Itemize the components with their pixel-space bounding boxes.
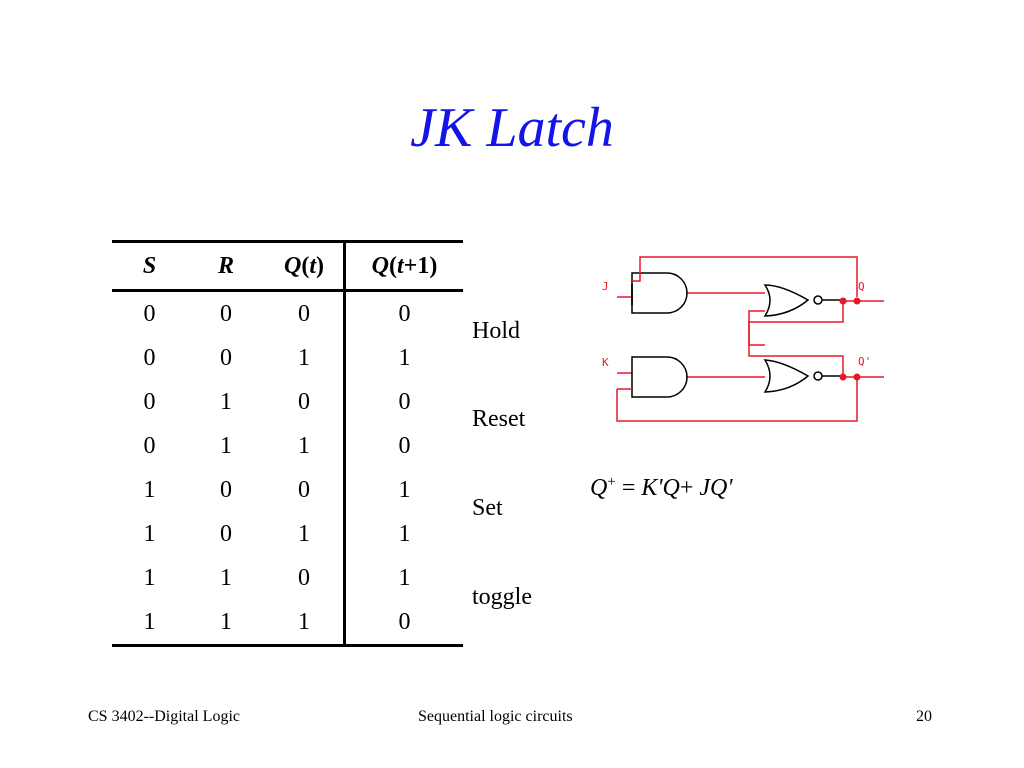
table-cell: 1 xyxy=(112,600,187,647)
junction-node xyxy=(839,373,847,381)
footer-page-number: 20 xyxy=(916,708,932,725)
table-cell: 1 xyxy=(343,468,463,512)
characteristic-equation: Q+ = K'Q+ JQ' xyxy=(590,474,733,501)
table-cell: 1 xyxy=(220,388,232,415)
table-row: 0 0 1 1 xyxy=(112,336,463,380)
table-cell: 1 xyxy=(143,476,156,503)
table-cell: 0 xyxy=(298,300,310,327)
table-cell: 0 xyxy=(343,290,463,336)
table-cell: 0 xyxy=(343,424,463,468)
table-row: 0 1 0 0 xyxy=(112,380,463,424)
table-cell: 1 xyxy=(343,556,463,600)
junction-node xyxy=(853,373,861,381)
header-r: R xyxy=(187,241,265,292)
nor-gate-bottom xyxy=(763,359,810,393)
table-row: 1 1 0 1 xyxy=(112,556,463,600)
annotation-set: Set xyxy=(472,495,503,521)
table-cell: 1 xyxy=(343,512,463,556)
annotation-toggle: toggle xyxy=(472,584,532,610)
header-s: S xyxy=(112,241,187,292)
table-cell: 1 xyxy=(265,600,345,647)
table-cell: 1 xyxy=(220,564,232,591)
footer-course: CS 3402--Digital Logic xyxy=(88,708,240,725)
table-cell: 1 xyxy=(298,432,310,459)
table-cell: 1 xyxy=(298,344,310,371)
wire-feedback-top xyxy=(639,256,858,297)
table-cell: 1 xyxy=(220,432,232,459)
pin-label-q-bar: Q' xyxy=(858,355,871,368)
junction-node xyxy=(853,297,861,305)
junction-node xyxy=(839,297,847,305)
table-cell: 0 xyxy=(220,300,232,327)
table-cell: 0 xyxy=(143,344,156,371)
nor-gate-top xyxy=(763,284,810,317)
wire-cross-q-bar-to-upper-or xyxy=(748,310,844,377)
footer-topic: Sequential logic circuits xyxy=(418,708,573,725)
junction-nodes xyxy=(839,297,861,381)
table-cell: 0 xyxy=(298,388,310,415)
table-row: 1 0 0 1 xyxy=(112,468,463,512)
table-header-row: S R Q(t) Q(t+1) xyxy=(112,241,463,292)
pin-label-j: J xyxy=(602,280,609,293)
table-cell: 1 xyxy=(298,520,310,547)
table-cell: 0 xyxy=(220,520,232,547)
and-gate-bottom xyxy=(631,356,688,398)
annotation-hold: Hold xyxy=(472,318,520,344)
table-cell: 1 xyxy=(143,564,156,591)
table-cell: 0 xyxy=(343,380,463,424)
table-cell: 0 xyxy=(143,388,156,415)
table-cell: 1 xyxy=(343,336,463,380)
pin-label-q: Q xyxy=(858,280,865,293)
table-row: 0 0 0 0 xyxy=(112,290,463,336)
table-cell: 0 xyxy=(220,476,232,503)
table-cell: 0 xyxy=(298,564,310,591)
slide-title: JK Latch xyxy=(410,97,614,159)
table-cell: 0 xyxy=(220,344,232,371)
nor-bottom-inversion-bubble xyxy=(813,371,823,381)
pin-label-k: K xyxy=(602,356,609,369)
table-cell: 0 xyxy=(143,300,156,327)
table-cell: 1 xyxy=(143,520,156,547)
nor-top-inversion-bubble xyxy=(813,295,823,305)
table-cell: 0 xyxy=(343,600,463,647)
wire-feedback-top-into-and xyxy=(632,265,641,282)
header-q-t-plus-1: Q(t+1) xyxy=(343,241,463,292)
table-cell: 0 xyxy=(298,476,310,503)
wire-feedback-bottom xyxy=(616,377,858,422)
table-row: 1 0 1 1 xyxy=(112,512,463,556)
annotation-reset: Reset xyxy=(472,406,526,432)
jk-latch-circuit-diagram: J K Q Q' xyxy=(602,256,884,422)
table-cell: 0 xyxy=(143,432,156,459)
header-q-t: Q(t) xyxy=(265,241,345,292)
table-cell: 1 xyxy=(187,600,265,647)
table-row: 0 1 1 0 xyxy=(112,424,463,468)
and-gate-top xyxy=(631,272,688,314)
